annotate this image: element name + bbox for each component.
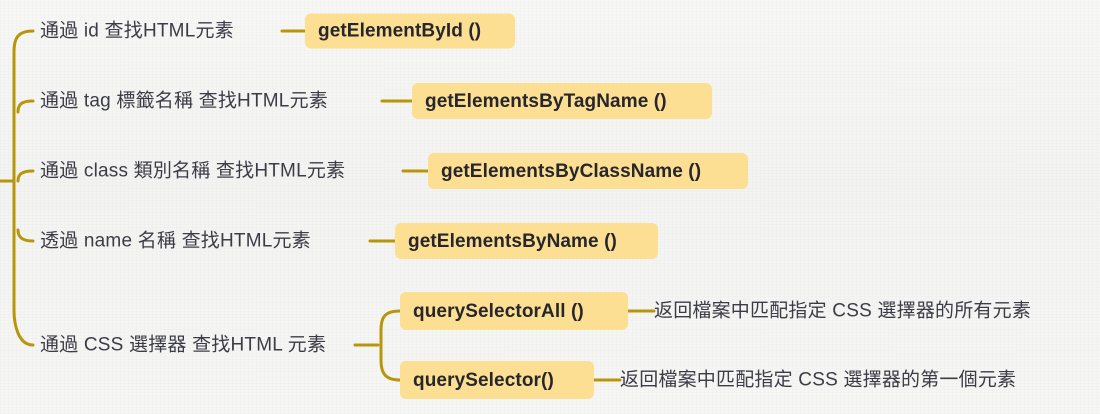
method-badge-getElementsByName[interactable]: getElementsByName () bbox=[395, 223, 658, 259]
description-querySelector: 返回檔案中匹配指定 CSS 選擇器的第一個元素 bbox=[620, 369, 1017, 391]
branch-label-name: 透過 name 名稱 查找HTML元素 bbox=[40, 230, 311, 252]
branch-tick-4 bbox=[16, 228, 35, 243]
branch-label-css-selector: 通過 CSS 選擇器 查找HTML 元素 bbox=[40, 334, 327, 356]
branch-tick-2 bbox=[16, 99, 35, 114]
branch-label-class: 通過 class 類別名稱 查找HTML元素 bbox=[40, 160, 346, 182]
method-badge-getElementsByClassName[interactable]: getElementsByClassName () bbox=[428, 153, 748, 189]
method-badge-querySelector[interactable]: querySelector() bbox=[400, 361, 594, 399]
main-bracket-spine bbox=[12, 29, 35, 347]
branch-tick-3 bbox=[16, 169, 35, 183]
sub-bracket-spine bbox=[379, 309, 402, 382]
branch-label-tag: 通過 tag 標籤名稱 查找HTML元素 bbox=[40, 90, 328, 112]
branch-label-id: 通過 id 查找HTML元素 bbox=[40, 20, 234, 42]
description-querySelectorAll: 返回檔案中匹配指定 CSS 選擇器的所有元素 bbox=[654, 300, 1032, 322]
method-badge-querySelectorAll[interactable]: querySelectorAll () bbox=[400, 292, 628, 330]
method-badge-getElementById[interactable]: getElementById () bbox=[305, 13, 515, 49]
method-badge-getElementsByTagName[interactable]: getElementsByTagName () bbox=[412, 83, 712, 119]
